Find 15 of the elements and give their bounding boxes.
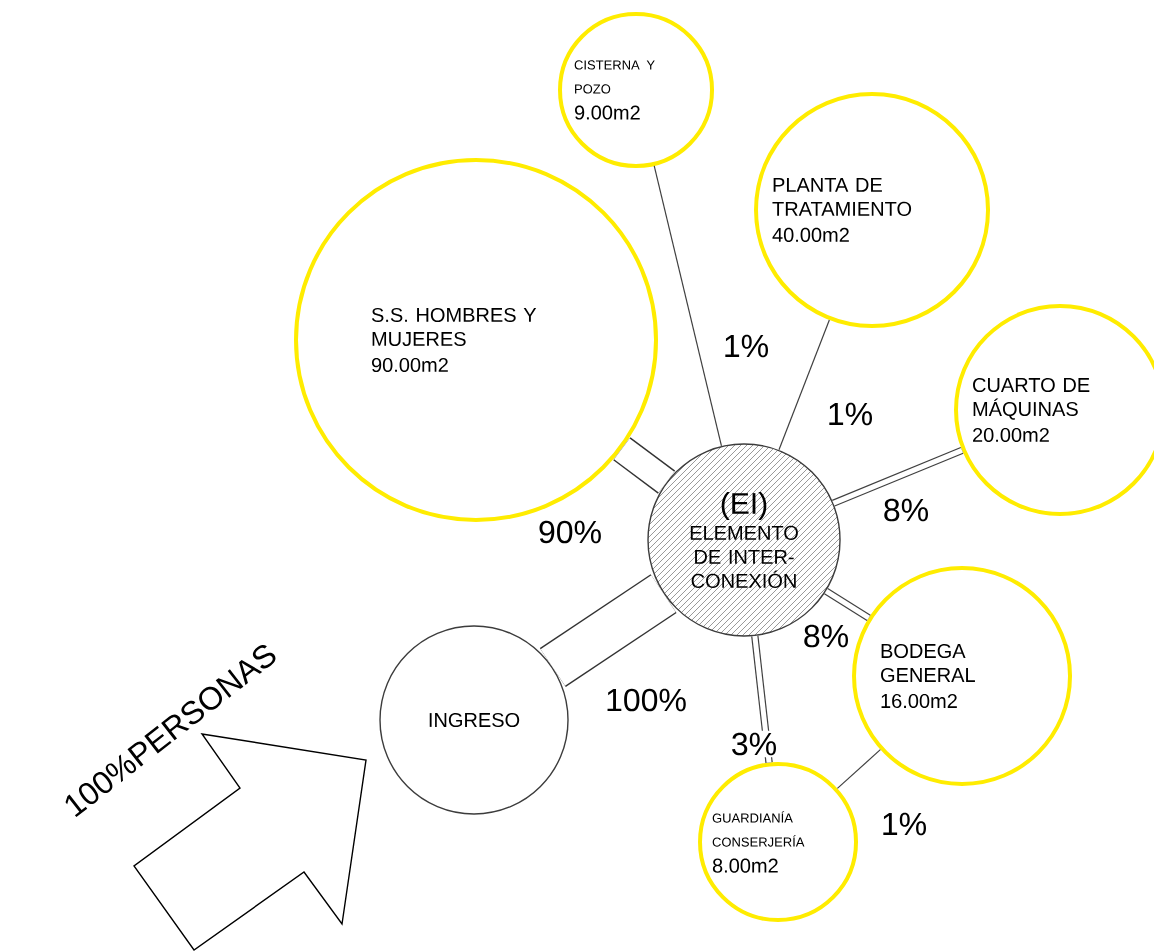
connector-line [836,749,881,789]
edge-label: 90% [536,518,605,546]
connector-line [539,574,677,687]
connector-line [824,588,871,621]
edge-label: 3% [728,730,780,758]
edge-label: 1% [720,332,772,360]
block-arrow [133,733,367,951]
edge-label: 8% [880,496,932,524]
connector-line [613,437,676,494]
edge-label: 1% [824,400,876,428]
connector-line [832,446,964,507]
edge-label: 1% [878,810,930,838]
edge-label: 100% [603,686,689,714]
connector-line [778,319,830,451]
connector-line [653,165,723,447]
